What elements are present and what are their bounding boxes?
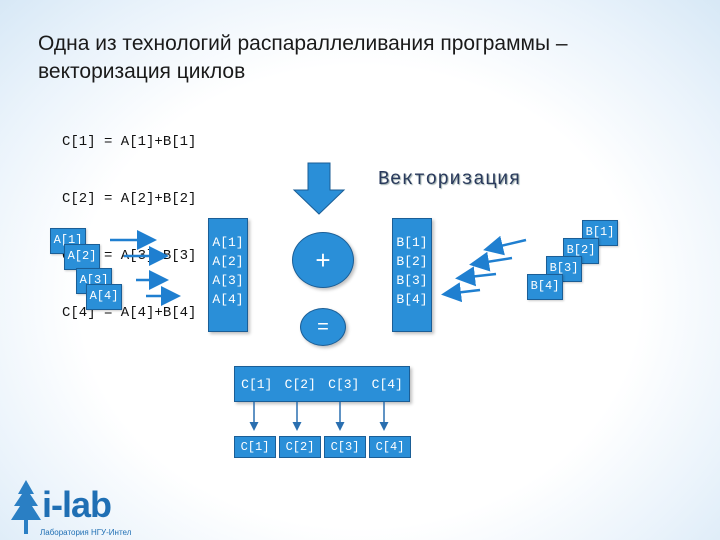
c-result-cell: C[1] bbox=[234, 436, 276, 458]
logo-subtitle: Лаборатория НГУ-Интел bbox=[40, 528, 132, 537]
b-vector-cell: B[3] bbox=[396, 273, 428, 288]
tree-logo-icon bbox=[11, 480, 41, 534]
a-vector-cell: A[3] bbox=[212, 273, 244, 288]
code-line: C[1] = A[1]+B[1] bbox=[62, 134, 197, 150]
code-line: C[4] = A[4]+B[4] bbox=[62, 305, 197, 321]
vectorization-down-arrow bbox=[292, 162, 346, 215]
a-vector-cell: A[4] bbox=[212, 292, 244, 307]
slide-title: Одна из технологий распараллеливания про… bbox=[38, 32, 568, 83]
c-vector-cell: C[1] bbox=[241, 376, 273, 392]
a-vector-register: A[1] A[2] A[3] A[4] bbox=[208, 218, 248, 332]
equals-operator: = bbox=[300, 308, 346, 346]
b-vector-cell: B[2] bbox=[396, 254, 428, 269]
c-result-cell: C[4] bbox=[369, 436, 411, 458]
b-vector-cell: B[4] bbox=[396, 292, 428, 307]
plus-operator: + bbox=[292, 232, 354, 288]
c-vector-cell: C[3] bbox=[328, 376, 360, 392]
right-arrow-2 bbox=[469, 251, 513, 272]
b-vector-cell: B[1] bbox=[396, 235, 428, 250]
a-vector-cell: A[1] bbox=[212, 235, 244, 250]
stack-item-a2: A[2] bbox=[64, 244, 100, 270]
vectorization-label: Векторизация bbox=[378, 168, 521, 190]
stack-item-a4: A[4] bbox=[86, 284, 122, 310]
logo-name: i-lab bbox=[42, 484, 112, 525]
a-vector-cell: A[2] bbox=[212, 254, 244, 269]
c-result-cell: C[2] bbox=[279, 436, 321, 458]
c-vector-cell: C[2] bbox=[284, 376, 316, 392]
right-arrow-1 bbox=[483, 235, 527, 256]
code-line: C[2] = A[2]+B[2] bbox=[62, 191, 197, 207]
c-vector-cell: C[4] bbox=[371, 376, 403, 392]
c-result-cells: C[1] C[2] C[3] C[4] bbox=[234, 436, 411, 458]
stack-item-b4: B[4] bbox=[527, 274, 563, 300]
c-vector-register: C[1] C[2] C[3] C[4] bbox=[234, 366, 410, 402]
right-arrow-3 bbox=[455, 266, 497, 287]
right-arrow-4 bbox=[441, 282, 481, 303]
c-result-cell: C[3] bbox=[324, 436, 366, 458]
b-vector-register: B[1] B[2] B[3] B[4] bbox=[392, 218, 432, 332]
